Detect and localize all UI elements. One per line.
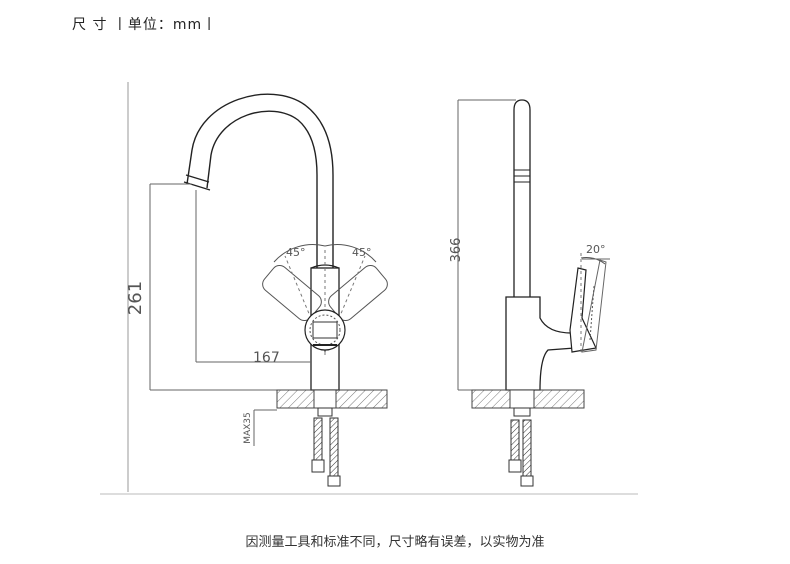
hose-right-front — [329, 417, 339, 477]
label-angle-right: 45° — [352, 246, 372, 259]
page-title: 尺 寸 丨单位：mm丨 — [72, 17, 218, 33]
side-view: 366 20° — [449, 99, 610, 487]
label-height-261: 261 — [125, 281, 146, 315]
cartridge-dial — [304, 309, 346, 351]
spout-tip — [183, 174, 211, 191]
label-reach-167: 167 — [253, 350, 280, 366]
label-height-366: 366 — [449, 238, 464, 263]
spout-outer — [186, 93, 334, 270]
front-view: 261 167 MAX35 45° 45° — [100, 82, 638, 495]
disclaimer-note: 因测量工具和标准不同，尺寸略有误差，以实物为准 — [245, 535, 545, 550]
spout-side — [513, 99, 531, 297]
label-tilt-20: 20° — [586, 243, 606, 256]
spout-inner — [206, 110, 318, 270]
label-angle-left: 45° — [286, 246, 306, 259]
hose-left-front — [313, 417, 323, 461]
handle-side — [569, 267, 597, 353]
hose-right-side — [522, 419, 532, 477]
label-max35: MAX35 — [243, 412, 253, 444]
hose-left-side — [510, 419, 520, 461]
